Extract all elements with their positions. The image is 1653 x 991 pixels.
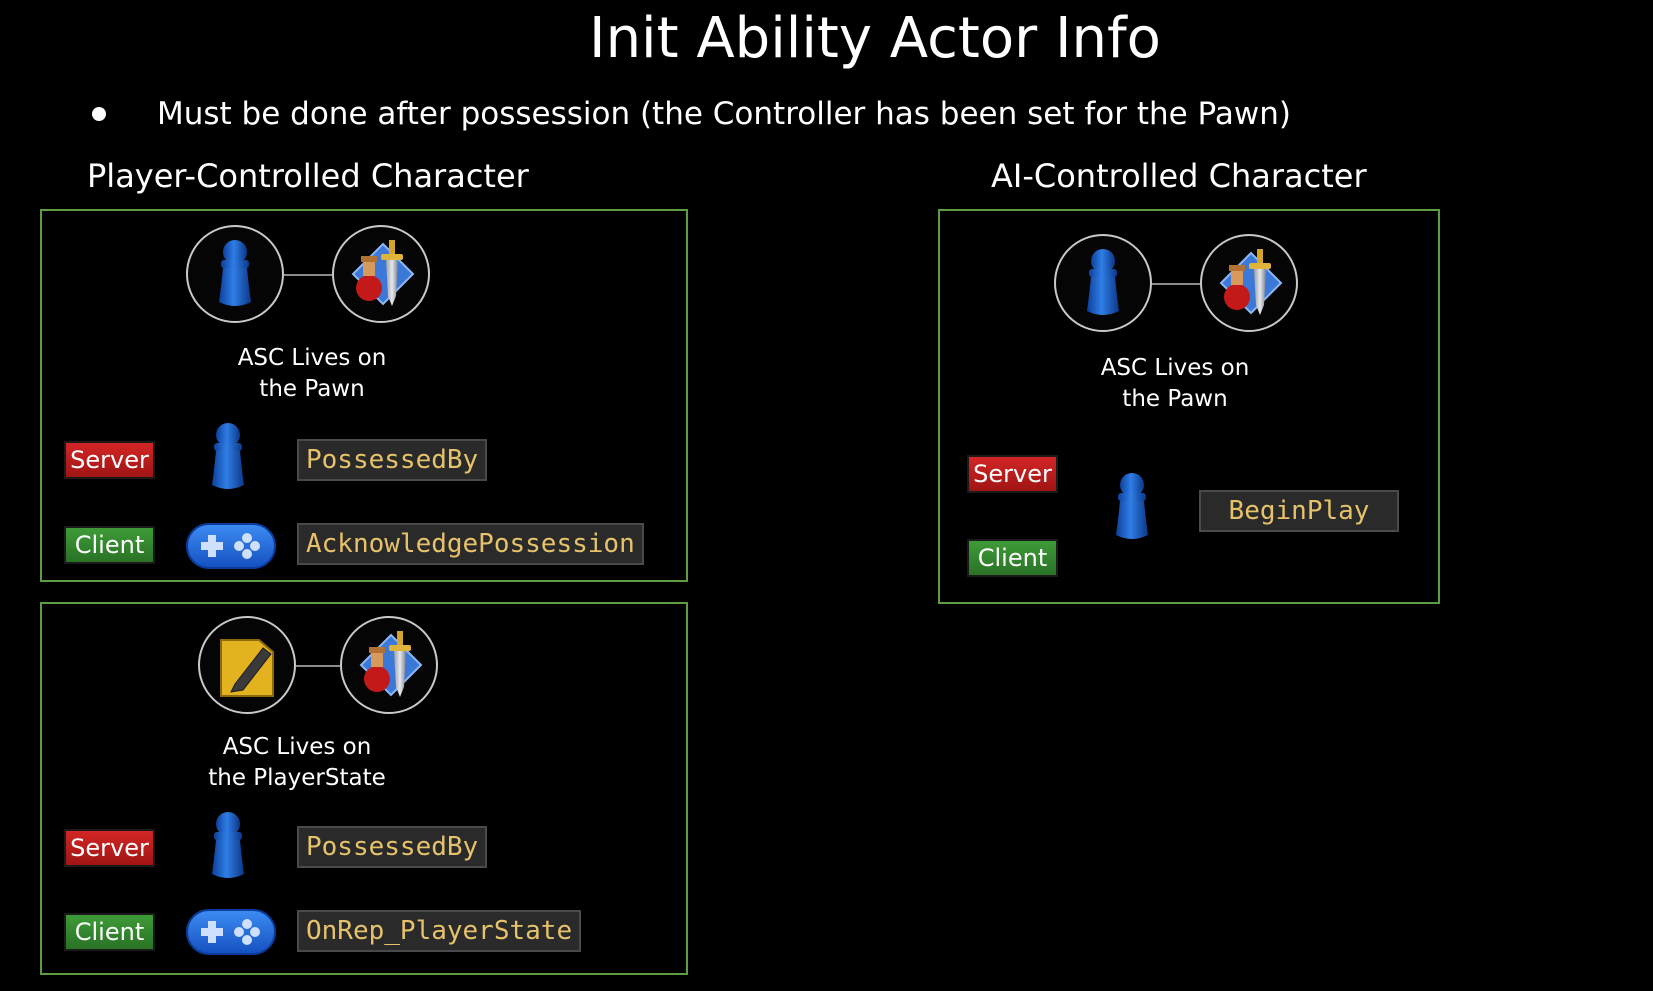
ability-system-component-icon (1209, 243, 1289, 323)
function-possessed-by: PossessedBy (297, 826, 487, 868)
ability-system-component-icon (349, 625, 429, 705)
slide-title: Init Ability Actor Info (0, 4, 1653, 74)
ai-section-heading: AI-Controlled Character (991, 156, 1367, 196)
function-acknowledge-possession: AcknowledgePossession (297, 523, 644, 565)
connector-line (296, 665, 340, 667)
ability-system-component-icon (341, 234, 421, 314)
ai-pawn-box: ASC Lives on the Pawn Server Client Begi… (938, 209, 1440, 604)
server-tag: Server (967, 455, 1058, 493)
pawn-circle (186, 225, 284, 323)
asc-caption: ASC Lives on the Pawn (207, 343, 417, 405)
player-pawn-box: ASC Lives on the Pawn Server PossessedBy… (40, 209, 688, 582)
function-onrep-playerstate: OnRep_PlayerState (297, 910, 581, 952)
asc-caption-line2: the Pawn (207, 374, 417, 405)
playerstate-circle (198, 616, 296, 714)
asc-caption-line1: ASC Lives on (172, 732, 422, 763)
asc-caption: ASC Lives on the Pawn (1070, 353, 1280, 415)
gamepad-icon (185, 520, 277, 572)
asc-caption-line2: the Pawn (1070, 384, 1280, 415)
asc-caption-line2: the PlayerState (172, 763, 422, 794)
function-begin-play: BeginPlay (1199, 490, 1399, 532)
asc-circle (1200, 234, 1298, 332)
client-tag: Client (64, 526, 155, 564)
asc-circle (340, 616, 438, 714)
bullet-text: Must be done after possession (the Contr… (157, 94, 1291, 134)
function-possessed-by: PossessedBy (297, 439, 487, 481)
pawn-icon (1083, 247, 1123, 319)
connector-line (284, 274, 332, 276)
pawn-circle (1054, 234, 1152, 332)
server-tag: Server (64, 441, 155, 479)
connector-line (1152, 283, 1200, 285)
client-tag: Client (64, 913, 155, 951)
pawn-icon (215, 238, 255, 310)
asc-circle (332, 225, 430, 323)
pawn-icon (208, 421, 248, 493)
player-section-heading: Player-Controlled Character (87, 156, 529, 196)
gamepad-icon (185, 906, 277, 958)
asc-caption: ASC Lives on the PlayerState (172, 732, 422, 794)
asc-caption-line1: ASC Lives on (207, 343, 417, 374)
server-tag: Server (64, 829, 155, 867)
pawn-icon (208, 810, 248, 882)
player-playerstate-box: ASC Lives on the PlayerState Server Poss… (40, 602, 688, 975)
pawn-icon (1112, 471, 1152, 543)
player-state-note-icon (217, 630, 277, 700)
bullet-dot (92, 107, 106, 121)
asc-caption-line1: ASC Lives on (1070, 353, 1280, 384)
client-tag: Client (967, 539, 1058, 577)
